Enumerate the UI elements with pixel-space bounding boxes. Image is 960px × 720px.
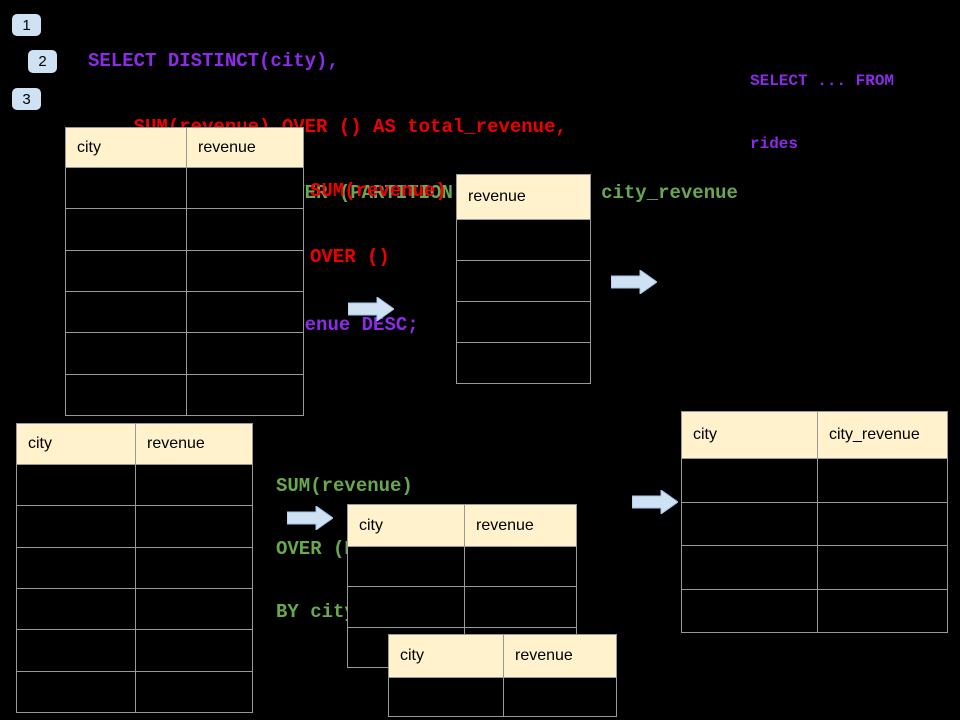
column-header-city: city <box>77 138 101 156</box>
step-badge-3: 3 <box>12 88 41 110</box>
total-revenue-label: SUM(revenue) OVER () <box>310 136 447 290</box>
table-row <box>66 373 303 415</box>
table-row <box>66 167 303 209</box>
table-row <box>17 546 252 588</box>
partition-label-line-1: SUM(revenue) <box>276 475 413 497</box>
total-revenue-table: revenue <box>456 174 591 384</box>
column-header-revenue: revenue <box>135 424 252 464</box>
table-row <box>17 464 252 506</box>
step-badge-2: 2 <box>28 50 57 73</box>
table-row <box>389 677 616 716</box>
table-row <box>17 629 252 671</box>
column-header-city: city <box>693 426 717 443</box>
table-row <box>348 586 576 627</box>
table-header-row: city revenue <box>389 635 616 677</box>
table-header-row: city city_revenue <box>682 412 947 458</box>
side-note-line-2: rides <box>750 135 799 153</box>
table-row <box>348 546 576 587</box>
table-row <box>457 219 590 260</box>
table-row <box>17 505 252 547</box>
table-row <box>457 301 590 342</box>
column-header-city: city <box>28 435 52 452</box>
right-arrow-icon <box>611 270 657 294</box>
right-arrow-icon <box>287 506 333 530</box>
table-header-row: city revenue <box>17 424 252 464</box>
partition-table-b: city revenue <box>388 634 617 717</box>
column-header-revenue: revenue <box>503 635 616 677</box>
column-header-city-revenue: city_revenue <box>817 412 947 458</box>
table-row <box>682 545 947 589</box>
table-row <box>682 588 947 632</box>
right-arrow-icon <box>348 297 394 321</box>
table-row <box>66 249 303 291</box>
table-header-row: city revenue <box>66 128 303 167</box>
table-row <box>682 458 947 502</box>
city-revenue-table: city city_revenue <box>681 411 948 633</box>
total-revenue-label-line-1: SUM(revenue) <box>310 180 447 202</box>
table-row <box>457 342 590 383</box>
column-header-revenue: revenue <box>464 505 576 546</box>
side-note-select-from-rides: SELECT ... FROM rides <box>750 29 894 176</box>
table-header-row: revenue <box>457 175 590 219</box>
column-header-revenue: revenue <box>186 128 303 167</box>
table-row <box>17 587 252 630</box>
table-row <box>457 260 590 301</box>
right-arrow-icon <box>632 490 678 514</box>
sql-line-select: SELECT DISTINCT(city), <box>88 50 339 72</box>
table-row <box>682 501 947 545</box>
table-row <box>66 290 303 333</box>
column-header-revenue: revenue <box>468 188 526 205</box>
column-header-city: city <box>400 647 424 664</box>
table-row <box>17 670 252 712</box>
total-revenue-label-line-2: OVER () <box>310 246 390 268</box>
rides-table-top: city revenue <box>65 127 304 416</box>
column-header-city: city <box>359 516 383 534</box>
table-row <box>66 332 303 374</box>
step-badge-1: 1 <box>12 14 41 36</box>
rides-table-bottom: city revenue <box>16 423 253 713</box>
table-header-row: city revenue <box>348 505 576 546</box>
side-note-line-1: SELECT ... FROM <box>750 72 895 90</box>
table-row <box>66 208 303 250</box>
